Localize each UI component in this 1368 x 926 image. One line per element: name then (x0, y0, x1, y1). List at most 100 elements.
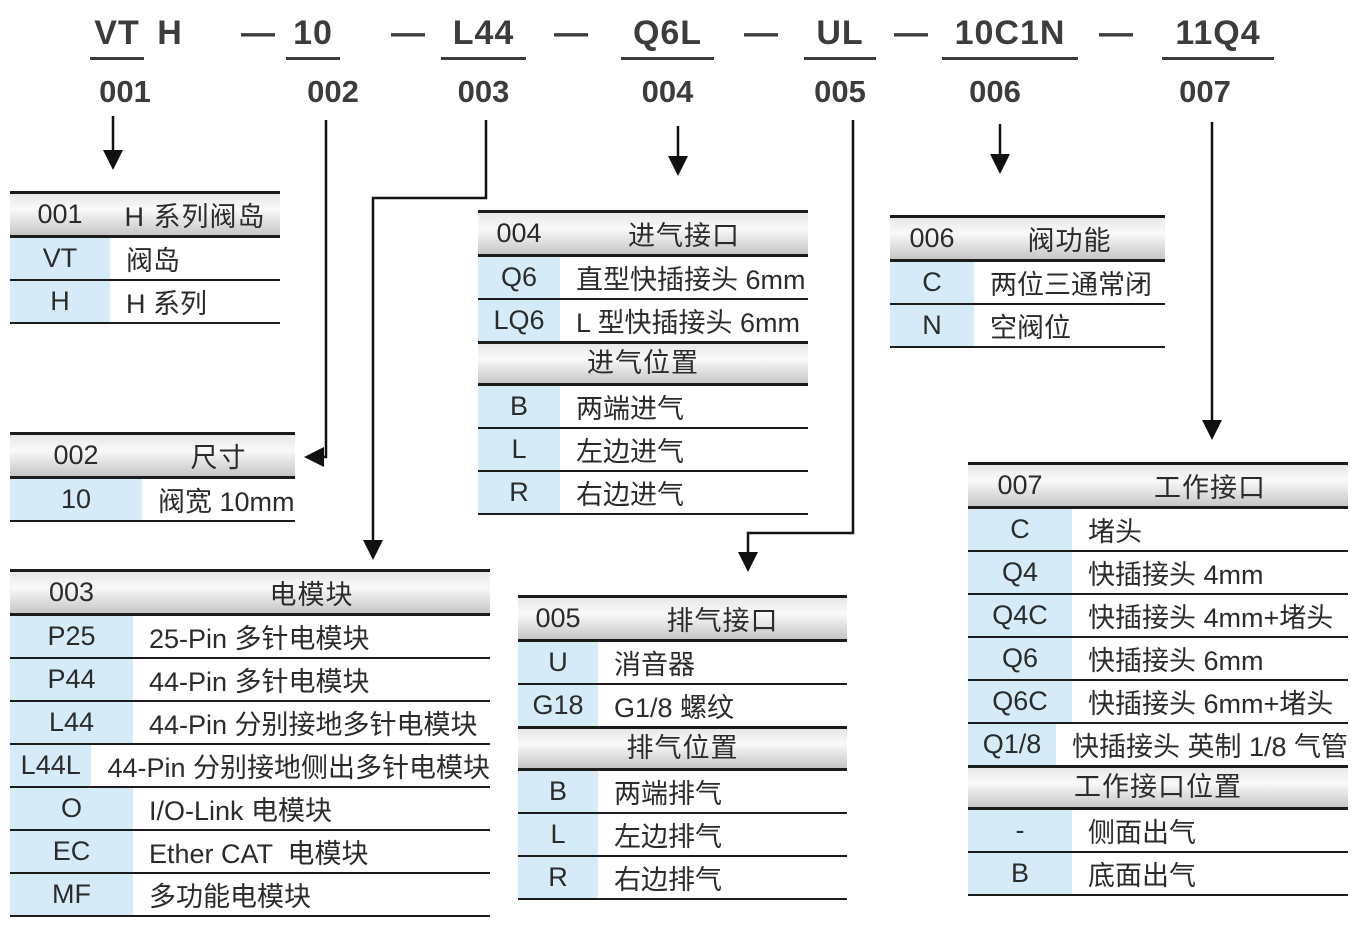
table-header-code: 005 (535, 603, 581, 633)
segment-ref-label: 005 (814, 74, 866, 109)
desc-cell: 44-Pin 多针电模块 (149, 667, 370, 697)
table-header-title: 进气接口 (628, 221, 740, 251)
code-segment-003: L44 003 (441, 10, 526, 109)
desc-cell: 44-Pin 分别接地多针电模块 (149, 710, 478, 740)
code-cell: L44L (10, 745, 92, 786)
table-subheader: 工作接口位置 (968, 767, 1348, 810)
desc-cell: 两位三通常闭 (990, 270, 1152, 300)
code-cell: Q6 (478, 257, 560, 298)
segment-ref-label: 004 (641, 74, 694, 109)
desc-cell: H 系列 (126, 289, 207, 319)
segment-separator: — (241, 14, 275, 52)
table-row: Q6 快插接头 6mm (968, 638, 1348, 681)
code-cell: G18 (518, 685, 598, 726)
arrow-to-table-003 (363, 120, 488, 560)
segment-code: H (157, 14, 183, 52)
segment-code: Q6L (621, 10, 714, 60)
code-segment-001: VT 001 (90, 10, 151, 109)
table-header-code: 006 (909, 223, 955, 253)
table-header-title: 尺寸 (190, 443, 247, 473)
desc-cell: 消音器 (614, 650, 695, 680)
table-header: 004 进气接口 (478, 213, 808, 257)
code-cell: - (968, 810, 1072, 851)
table-row: P44 44-Pin 多针电模块 (10, 659, 490, 702)
code-cell: R (518, 857, 598, 898)
table-header-code: 004 (496, 218, 542, 248)
code-cell: L44 (10, 702, 133, 743)
table-header: 007 工作接口 (968, 465, 1348, 509)
table-row: B 两端进气 (478, 386, 808, 429)
code-cell: P44 (10, 659, 133, 700)
code-segment-005: UL 005 (804, 10, 876, 109)
desc-cell: 侧面出气 (1088, 818, 1196, 848)
table-row: L 左边进气 (478, 429, 808, 472)
code-cell: B (968, 853, 1072, 894)
code-cell: VT (10, 238, 110, 279)
code-segment-002: 10 002 (286, 10, 359, 109)
table-row: -侧面出气 (968, 810, 1348, 853)
segment-separator: — (744, 14, 778, 52)
segment-separator: — (894, 14, 928, 52)
table-header: 005 排气接口 (518, 598, 847, 642)
table-header-code: 003 (48, 577, 95, 607)
segment-code: L44 (441, 10, 526, 60)
code-cell: L (478, 429, 560, 470)
table-row: O I/O-Link 电模块 (10, 788, 490, 831)
desc-cell: 多功能电模块 (149, 882, 311, 912)
desc-cell: Ether CAT 电模块 (149, 839, 369, 869)
desc-cell: 两端进气 (576, 394, 684, 424)
table-header-code: 007 (997, 470, 1043, 500)
desc-cell: 快插接头 6mm (1088, 646, 1264, 676)
table-row: EC Ether CAT 电模块 (10, 831, 490, 874)
code-cell: LQ6 (478, 300, 560, 341)
table-header-code: 002 (53, 440, 99, 470)
table-header-title: 排气接口 (666, 606, 779, 636)
desc-cell: 快插接头 4mm (1088, 560, 1264, 590)
code-cell: O (10, 788, 133, 829)
arrow-to-table-002 (304, 120, 328, 467)
table-header-title: 工作接口 (1154, 473, 1266, 503)
segment-ref-label: 003 (457, 74, 510, 109)
code-cell: EC (10, 831, 133, 872)
code-segment-004: Q6L 004 (621, 10, 714, 109)
table-row: R 右边排气 (518, 857, 847, 900)
desc-cell: 快插接头 英制 1/8 气管 (1071, 732, 1348, 762)
desc-cell: 快插接头 6mm+堵头 (1088, 689, 1334, 719)
desc-cell: 左边进气 (576, 437, 684, 467)
table-header-code: 001 (37, 199, 83, 229)
segment-code: 10C1N (942, 10, 1078, 60)
table-header-title: 阀功能 (1027, 226, 1112, 256)
code-cell: Q6 (968, 638, 1072, 679)
segment-separator: — (554, 14, 588, 52)
desc-cell: 两端排气 (614, 779, 722, 809)
segment-code: UL (804, 10, 876, 60)
code-cell: B (478, 386, 560, 427)
table-header: 006 阀功能 (890, 218, 1165, 262)
desc-cell: 右边排气 (614, 865, 722, 895)
table-subheader: 排气位置 (518, 728, 847, 771)
code-cell: P25 (10, 616, 133, 657)
code-cell: Q1/8 (968, 724, 1056, 765)
desc-cell: 右边进气 (576, 480, 684, 510)
table-row: MF 多功能电模块 (10, 874, 490, 917)
segment-separator: — (1099, 14, 1133, 52)
code-cell: MF (10, 874, 133, 915)
desc-cell: 空阀位 (990, 313, 1071, 343)
desc-cell: I/O-Link 电模块 (149, 796, 333, 826)
